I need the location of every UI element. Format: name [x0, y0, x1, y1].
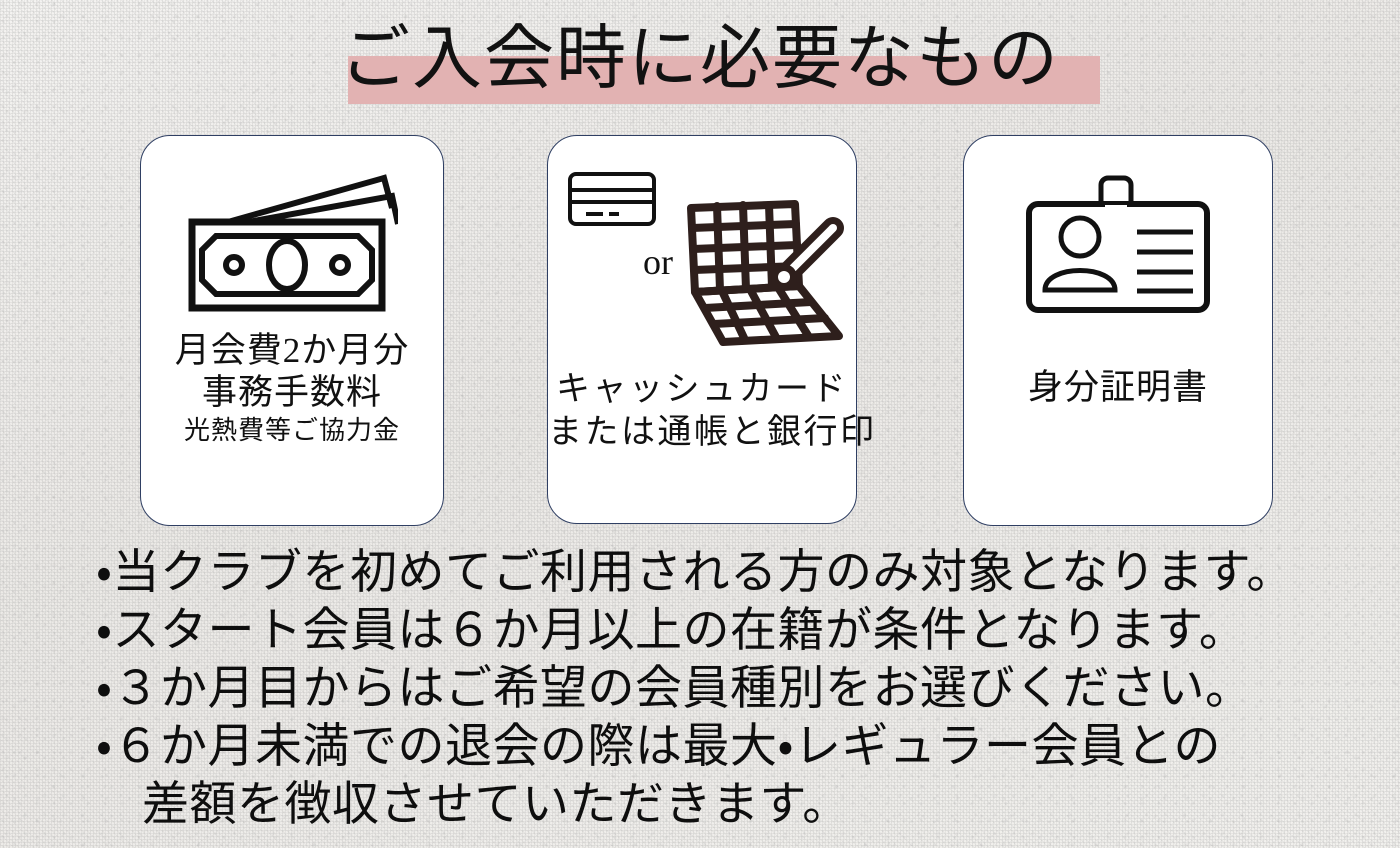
note-line-3: ・３か月目からはご希望の会員種別をお選びください。: [96, 663, 1253, 715]
id-line-1: 身分証明書: [1027, 368, 1208, 407]
note-line-2: ・スタート会員は６か月以上の在籍が条件となります。: [96, 605, 1247, 657]
requirement-card-bank: キャッシュカード または通帳と銀行印: [547, 135, 877, 524]
note-line-5: 差額を徴収させていただきます。: [142, 779, 850, 831]
fees-line-1: 月会費2か月分: [174, 331, 410, 370]
note-line-1: ・当クラブを初めてご利用される方のみ対象となります。: [96, 547, 1294, 599]
id-badge-icon: [964, 174, 1272, 314]
requirement-card-fees: 月会費2か月分 事務手数料 光熱費等ご協力金: [140, 135, 444, 526]
bank-line-2: または通帳と銀行印: [548, 414, 877, 451]
banknote-icon: [141, 164, 443, 314]
bank-line-1: キャッシュカード: [556, 371, 848, 408]
credit-card-icon: [567, 171, 657, 232]
page-title: ご入会時に必要なもの: [340, 21, 1060, 98]
or-separator-label: or: [643, 242, 673, 282]
note-line-4: ・６か月未満での退会の際は最大・レギュラー会員との: [96, 721, 1221, 773]
fees-line-2: 事務手数料: [201, 373, 382, 412]
fees-line-3: 光熱費等ご協力金: [183, 416, 400, 445]
page-title-area: ご入会時に必要なもの: [0, 4, 1400, 116]
fees-card-text: 月会費2か月分 事務手数料 光熱費等ご協力金: [141, 330, 443, 448]
bank-card-text: キャッシュカード または通帳と銀行印: [548, 368, 877, 454]
id-card-text: 身分証明書: [964, 367, 1272, 409]
notes-list: ・当クラブを初めてご利用される方のみ対象となります。 ・スタート会員は６か月以上…: [96, 544, 1356, 834]
bankbook-pen-icon: [683, 196, 851, 351]
requirement-card-id: 身分証明書: [963, 135, 1273, 526]
